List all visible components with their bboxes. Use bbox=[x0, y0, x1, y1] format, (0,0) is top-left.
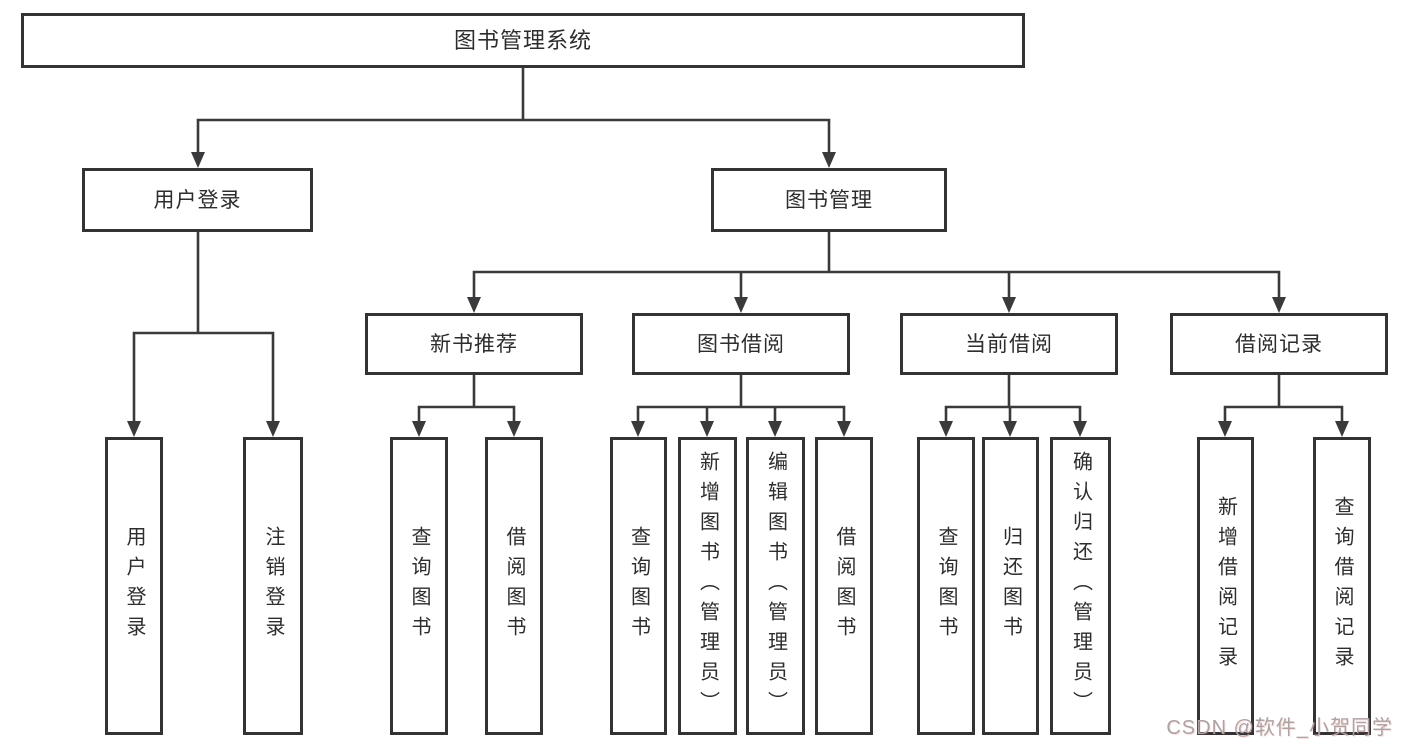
arrow-down-icon bbox=[939, 421, 953, 437]
leaf-add-book-admin: 新增图书（管理员） bbox=[678, 437, 737, 735]
arrowheads bbox=[127, 152, 1349, 437]
node-book-borrowing: 图书借阅 bbox=[632, 313, 850, 375]
leaf-borrow-book: 借阅图书 bbox=[485, 437, 543, 735]
leaf-search-book: 查询图书 bbox=[390, 437, 448, 735]
arrow-down-icon bbox=[631, 421, 645, 437]
arrow-down-icon bbox=[1073, 421, 1087, 437]
leaf-borrow-book: 借阅图书 bbox=[815, 437, 873, 735]
connector-root-bar bbox=[196, 118, 831, 154]
connector-userlogin-bar bbox=[132, 331, 275, 423]
leaf-logout: 注销登录 bbox=[243, 437, 303, 735]
arrow-down-icon bbox=[1002, 297, 1016, 313]
arrow-down-icon bbox=[822, 152, 836, 168]
arrow-down-icon bbox=[191, 152, 205, 168]
arrow-down-icon bbox=[700, 421, 714, 437]
arrow-down-icon bbox=[1335, 421, 1349, 437]
watermark: CSDN @软件_小贺同学 bbox=[1166, 717, 1393, 739]
leaf-add-borrow-record: 新增借阅记录 bbox=[1197, 437, 1254, 735]
node-user-login: 用户登录 bbox=[82, 168, 313, 232]
arrow-down-icon bbox=[734, 297, 748, 313]
leaf-return-book: 归还图书 bbox=[982, 437, 1039, 735]
connector-currentborrow-bar bbox=[944, 405, 1082, 423]
node-borrowing-records: 借阅记录 bbox=[1170, 313, 1388, 375]
connector-bookmgmt-bar bbox=[472, 270, 1281, 299]
arrow-down-icon bbox=[266, 421, 280, 437]
arrow-down-icon bbox=[1003, 421, 1017, 437]
connector-borrowrecord-bar bbox=[1223, 405, 1344, 423]
arrow-down-icon bbox=[127, 421, 141, 437]
connector-bookborrow-bar bbox=[636, 405, 846, 423]
arrow-down-icon bbox=[412, 421, 426, 437]
leaf-search-borrow-record: 查询借阅记录 bbox=[1313, 437, 1371, 735]
leaf-edit-book-admin: 编辑图书（管理员） bbox=[746, 437, 805, 735]
arrow-down-icon bbox=[507, 421, 521, 437]
node-new-book-recommend: 新书推荐 bbox=[365, 313, 583, 375]
node-book-management: 图书管理 bbox=[711, 168, 947, 232]
leaf-user-login: 用户登录 bbox=[105, 437, 163, 735]
leaf-search-book: 查询图书 bbox=[610, 437, 667, 735]
arrow-down-icon bbox=[467, 297, 481, 313]
leaf-search-book: 查询图书 bbox=[917, 437, 975, 735]
leaf-confirm-return-admin: 确认归还（管理员） bbox=[1050, 437, 1111, 735]
node-root: 图书管理系统 bbox=[21, 13, 1025, 68]
arrow-down-icon bbox=[768, 421, 782, 437]
arrow-down-icon bbox=[1218, 421, 1232, 437]
node-current-borrowing: 当前借阅 bbox=[900, 313, 1118, 375]
connector-newbook-bar bbox=[417, 405, 516, 423]
arrow-down-icon bbox=[1272, 297, 1286, 313]
arrow-down-icon bbox=[837, 421, 851, 437]
